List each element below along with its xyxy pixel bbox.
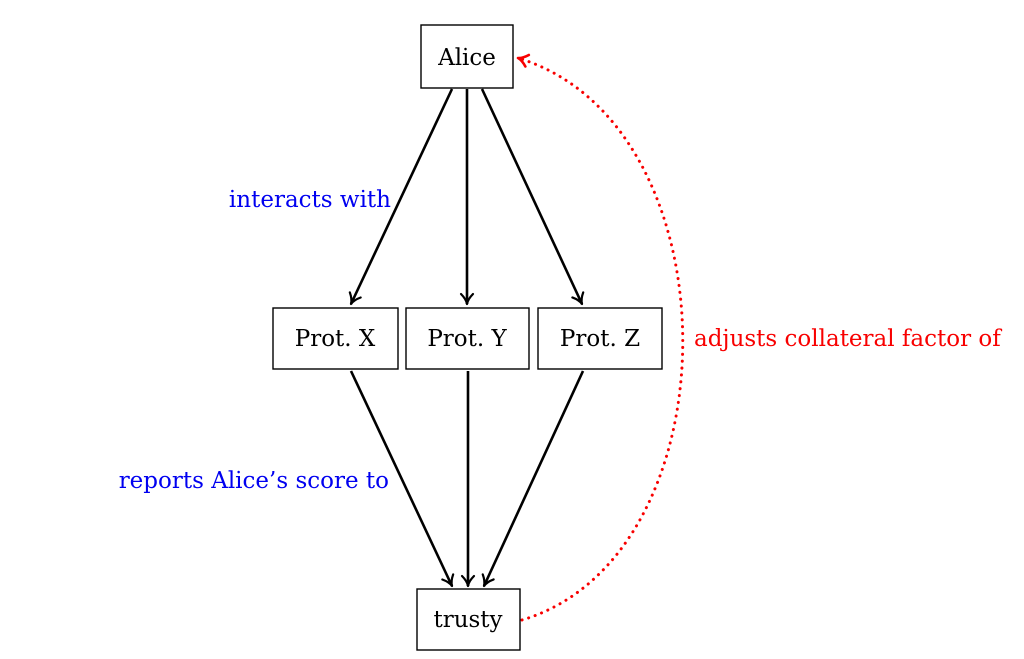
edge-alice-protz xyxy=(480,88,585,306)
edge-trusty-alice-dotted xyxy=(516,53,685,622)
edge-label-interacts-with: interacts with xyxy=(229,187,391,213)
node-protx-label: Prot. X xyxy=(295,326,376,352)
node-proty-box xyxy=(405,307,530,370)
node-trusty-box xyxy=(416,588,521,651)
node-protz-box xyxy=(537,307,663,370)
node-trusty-label: trusty xyxy=(433,607,502,633)
edge-label-reports-score: reports Alice’s score to xyxy=(119,468,389,494)
edge-label-adjusts-collateral: adjusts collateral factor of xyxy=(694,326,1002,352)
node-protz-label: Prot. Z xyxy=(560,326,640,352)
edge-protz-trusty xyxy=(481,370,585,588)
node-proty-label: Prot. Y xyxy=(427,326,507,352)
node-alice-label: Alice xyxy=(437,45,496,71)
node-alice-box xyxy=(420,24,514,89)
edge-alice-protx xyxy=(348,88,454,306)
edge-protx-trusty xyxy=(349,370,455,588)
node-protx-box xyxy=(272,307,399,370)
